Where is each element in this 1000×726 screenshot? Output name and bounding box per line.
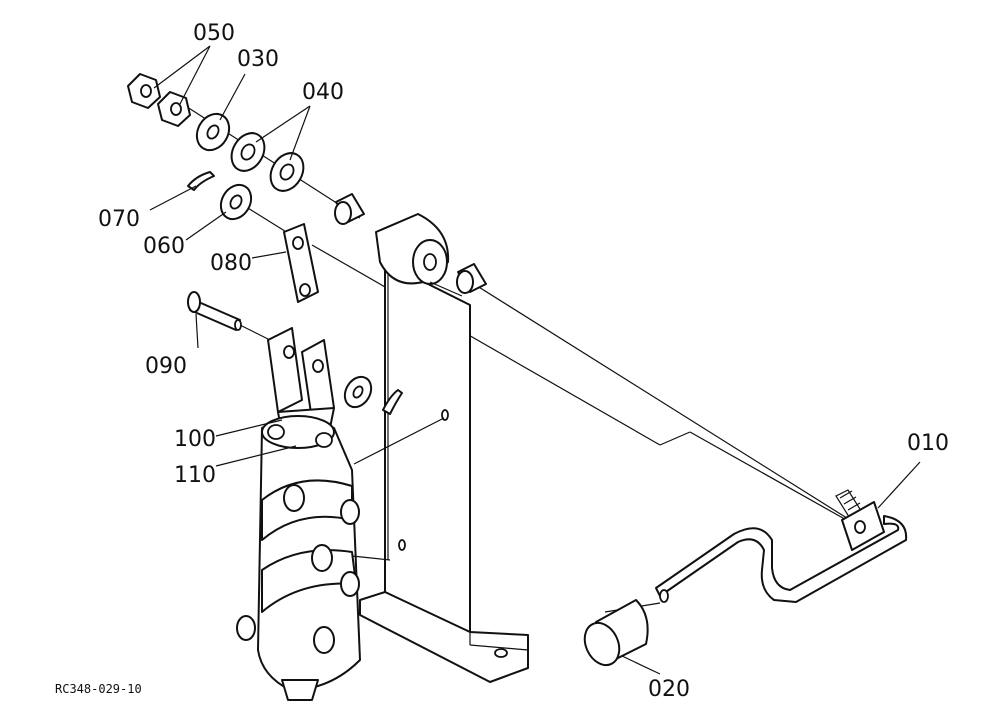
long-axis-lower	[689, 431, 851, 523]
boss-bore	[423, 253, 437, 271]
plate-hole-upper	[441, 409, 449, 421]
bracket-vertical-plate	[384, 261, 471, 633]
shift-drum	[236, 415, 445, 701]
rod-axis-line	[457, 273, 851, 521]
callout-070: 070	[98, 207, 140, 232]
callout-100: 100	[174, 427, 216, 452]
callout-020: 020	[648, 677, 690, 702]
drawing-code: RC348-029-10	[55, 682, 142, 696]
grip-020	[583, 589, 669, 667]
cotter-pin-100	[382, 389, 403, 415]
callout-040: 040	[302, 80, 344, 105]
long-axis-upper	[311, 244, 661, 446]
drum-bottom-stub	[281, 679, 319, 701]
yoke-left-ear	[267, 327, 303, 413]
base-mount-hole	[494, 648, 508, 658]
grip-end	[583, 621, 621, 667]
washers	[195, 112, 373, 409]
pivot-boss	[375, 213, 463, 297]
callout-090: 090	[145, 354, 187, 379]
callout-110: 110	[174, 463, 216, 488]
callout-080: 080	[210, 251, 252, 276]
callout-060: 060	[143, 234, 185, 259]
pin-head	[187, 291, 201, 313]
shift-rod-010	[655, 489, 908, 603]
bracket-plate	[359, 250, 529, 683]
link-plate-080	[283, 223, 319, 303]
cotter-pins	[187, 171, 403, 415]
bushings	[334, 193, 487, 294]
callout-030: 030	[237, 47, 279, 72]
long-axis-jog	[659, 431, 691, 446]
axis-lines	[169, 95, 851, 613]
callout-labels: 050 030 040 070 060 080 090 100 110 010 …	[55, 21, 949, 702]
upper-axis-line	[169, 95, 361, 219]
bracket-base-flange	[359, 591, 529, 683]
leader-lines	[149, 45, 921, 675]
plate-hole-lower	[398, 539, 406, 551]
callout-050: 050	[193, 21, 235, 46]
shift-rod-body	[655, 515, 908, 603]
clevis-pin-090	[187, 291, 242, 331]
callout-010: 010	[907, 431, 949, 456]
nuts-050	[127, 73, 191, 127]
cotter-pin-070	[187, 171, 215, 191]
